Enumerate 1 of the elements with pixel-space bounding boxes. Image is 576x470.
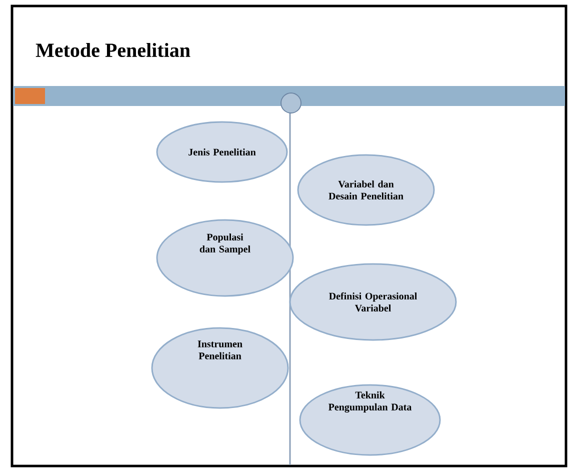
title: Metode Penelitian xyxy=(36,42,190,58)
